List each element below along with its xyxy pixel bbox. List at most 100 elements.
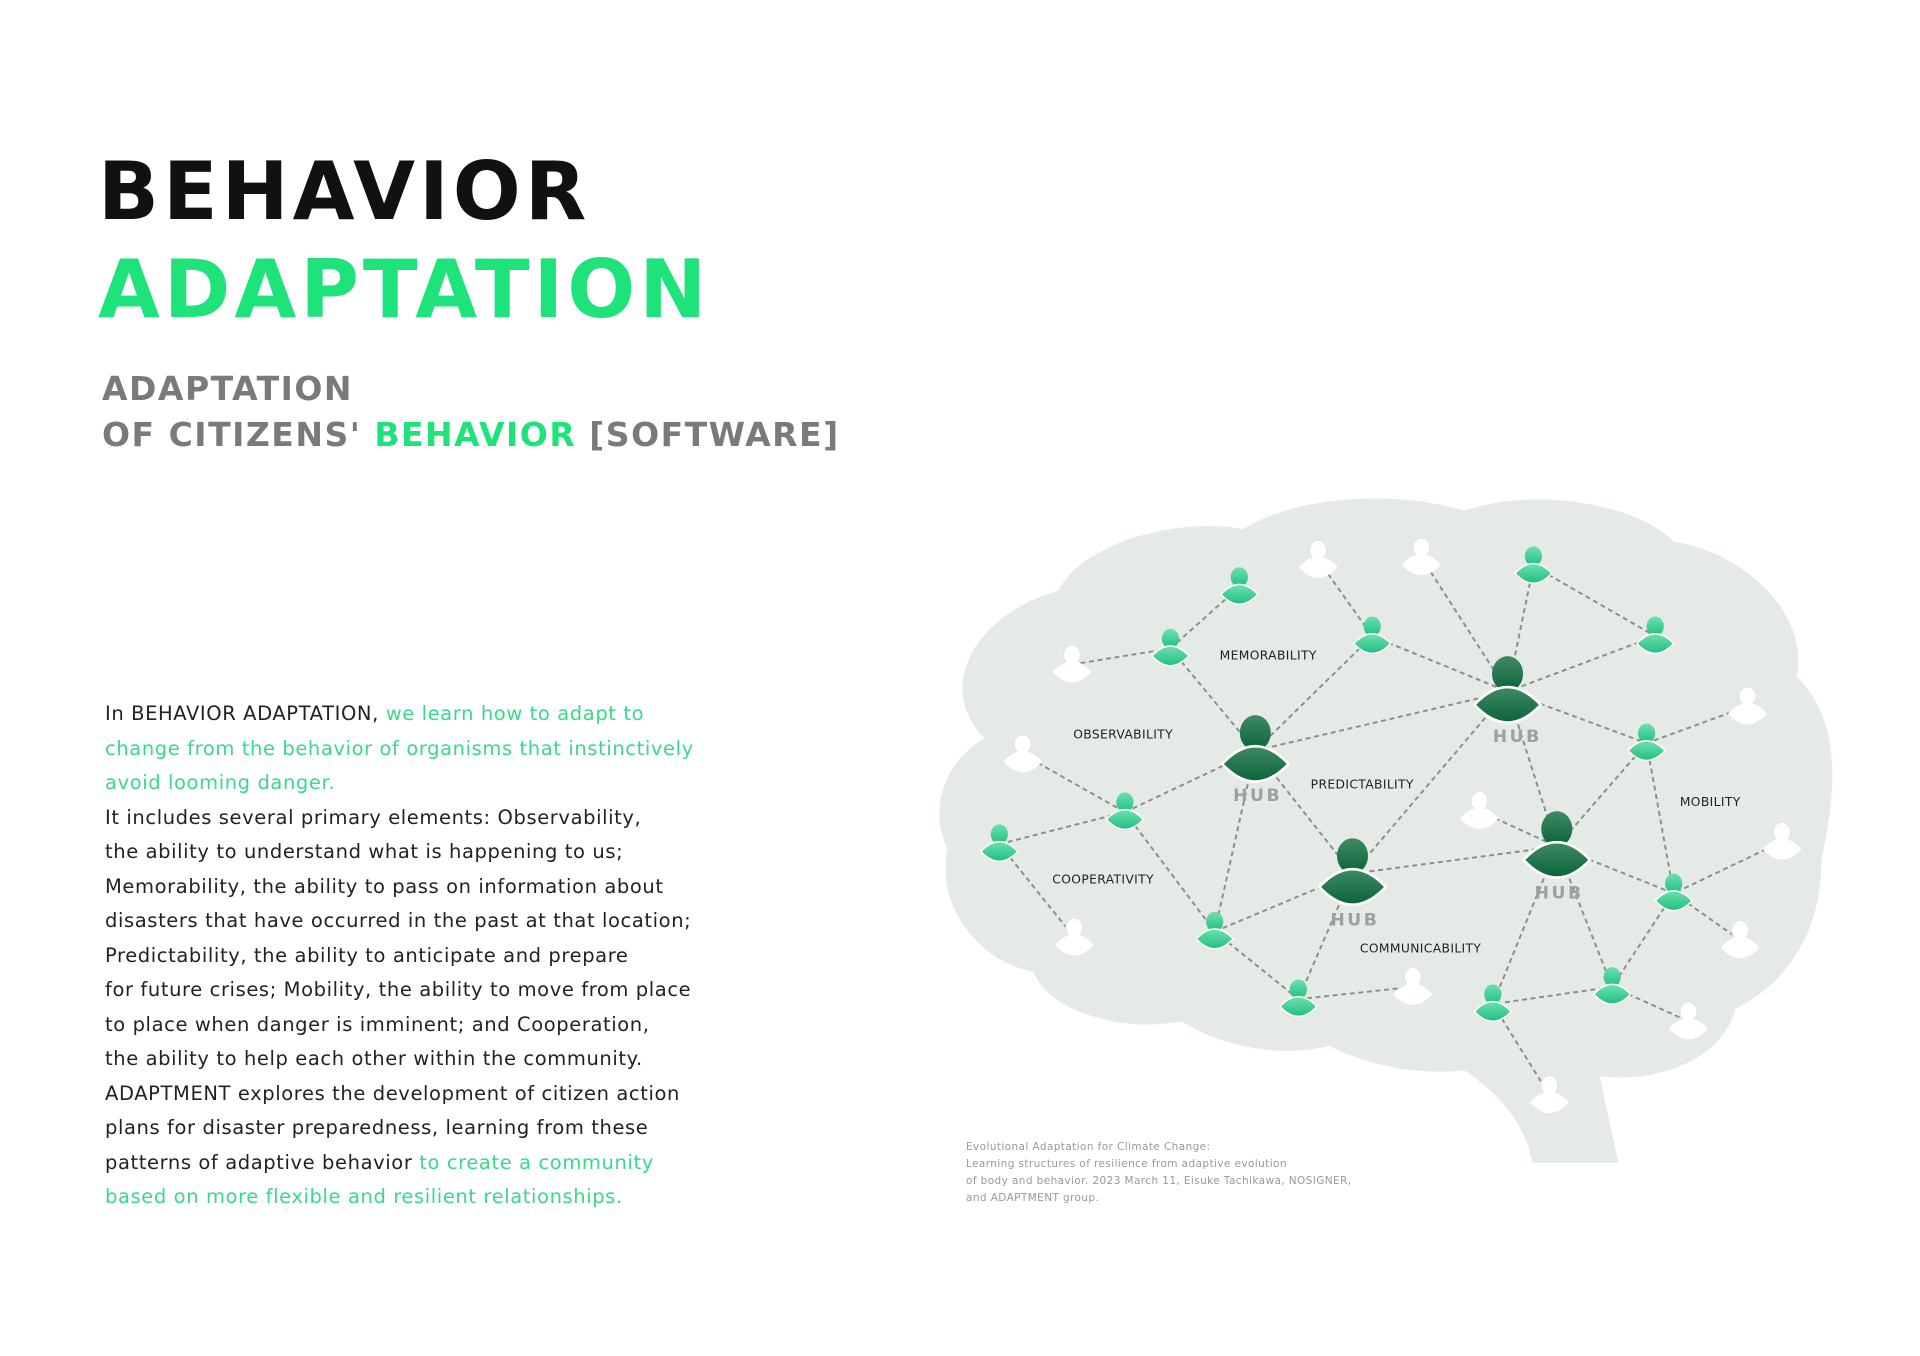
network-edge xyxy=(1124,749,1256,814)
inactive-person-icon xyxy=(1393,966,1433,1005)
body-text-segment: disasters that have occurred in the past… xyxy=(105,909,692,932)
body-text: In BEHAVIOR ADAPTATION, we learn how to … xyxy=(105,697,825,1215)
inactive-person-icon xyxy=(1401,537,1441,576)
subtitle-suffix: [SOFTWARE] xyxy=(576,415,840,454)
inactive-person-icon xyxy=(1762,821,1802,860)
active-person-icon xyxy=(1513,546,1553,584)
label-observability: OBSERVABILITY xyxy=(1073,727,1173,741)
label-predictability: PREDICTABILITY xyxy=(1311,778,1414,792)
network-edge xyxy=(1169,586,1240,650)
highlight-text: change from the behavior of organisms th… xyxy=(105,736,694,760)
body-line: plans for disaster preparedness, learnin… xyxy=(105,1111,825,1146)
active-person-icon xyxy=(1352,616,1392,655)
network-edge xyxy=(1169,647,1257,752)
active-person-icon xyxy=(1278,979,1318,1018)
body-line: patterns of adaptive behavior to create … xyxy=(105,1146,825,1181)
inactive-person-icon xyxy=(1054,917,1094,956)
hub-label: HUB xyxy=(1330,910,1379,930)
highlight-text: based on more flexible and resilient rel… xyxy=(105,1185,623,1208)
highlight-text: we learn how to adapt to xyxy=(385,702,645,725)
network-edge xyxy=(1371,635,1508,693)
body-text-segment: for future crises; Mobility, the ability… xyxy=(105,978,692,1001)
hub-label: HUB xyxy=(1233,786,1282,806)
body-line: In BEHAVIOR ADAPTATION, we learn how to … xyxy=(105,697,825,732)
highlight-text: avoid looming danger. xyxy=(105,771,336,794)
label-cooperativity: COOPERATIVITY xyxy=(1052,872,1154,886)
subtitle-line1: ADAPTATION xyxy=(102,369,354,408)
network-edge xyxy=(1124,811,1216,933)
label-mobility: MOBILITY xyxy=(1680,795,1741,809)
body-line: for future crises; Mobility, the ability… xyxy=(105,973,825,1008)
body-line: the ability to help each other within th… xyxy=(105,1042,825,1077)
body-text-segment: the ability to help each other within th… xyxy=(105,1047,643,1070)
body-text-segment: to place when danger is imminent; and Co… xyxy=(105,1012,650,1036)
active-person-icon xyxy=(979,824,1019,863)
network-edge xyxy=(1611,892,1675,988)
body-text-segment: patterns of adaptive behavior xyxy=(105,1150,420,1174)
body-text-segment: plans for disaster preparedness, learnin… xyxy=(105,1116,649,1139)
inactive-person-icon xyxy=(1003,733,1043,773)
caption-line: and ADAPTMENT group. xyxy=(966,1192,1100,1204)
body-line: change from the behavior of organisms th… xyxy=(105,732,825,767)
inactive-person-icon xyxy=(1668,1001,1708,1040)
active-person-icon xyxy=(1627,723,1667,762)
caption-line: Evolutional Adaptation for Climate Chang… xyxy=(966,1141,1211,1153)
inactive-person-icon xyxy=(1728,685,1767,725)
body-line: to place when danger is imminent; and Co… xyxy=(105,1008,825,1043)
active-person-icon xyxy=(1473,984,1513,1023)
active-person-icon xyxy=(1219,567,1259,605)
inactive-person-icon xyxy=(1459,790,1499,829)
active-person-icon xyxy=(1635,616,1675,655)
body-line: disasters that have occurred in the past… xyxy=(105,904,825,939)
hub-label: HUB xyxy=(1535,883,1584,903)
hub-person-icon xyxy=(1220,715,1291,783)
body-text-segment: ADAPTMENT explores the development of ci… xyxy=(105,1081,680,1105)
highlight-text: to create a community xyxy=(419,1150,654,1174)
body-text-segment: Memorability, the ability to pass on inf… xyxy=(105,874,664,898)
body-line: based on more flexible and resilient rel… xyxy=(105,1180,825,1215)
inactive-person-icon xyxy=(1529,1074,1569,1114)
network-edge xyxy=(1507,690,1647,745)
subtitle-prefix: OF CITIZENS' xyxy=(102,415,375,454)
network-edge xyxy=(999,811,1126,846)
body-line: avoid looming danger. xyxy=(105,766,825,801)
figure-caption: Evolutional Adaptation for Climate Chang… xyxy=(966,1139,1352,1207)
inactive-person-icon xyxy=(1720,919,1760,959)
body-line: Memorability, the ability to pass on inf… xyxy=(105,870,825,905)
caption-line: of body and behavior. 2023 March 11, Eis… xyxy=(966,1175,1352,1187)
active-person-icon xyxy=(1592,967,1632,1005)
network-edge xyxy=(1351,690,1509,875)
active-person-icon xyxy=(1654,873,1694,912)
network-edge xyxy=(1255,690,1508,752)
network-edge xyxy=(1611,985,1689,1023)
network-edge xyxy=(1492,985,1613,1006)
subtitle-highlight: BEHAVIOR xyxy=(374,415,577,454)
network-edge xyxy=(1507,635,1656,693)
body-line: It includes several primary elements: Ob… xyxy=(105,801,825,836)
subtitle: ADAPTATION OF CITIZENS' BEHAVIOR [SOFTWA… xyxy=(102,366,840,458)
body-text-segment: Predictability, the ability to anticipat… xyxy=(105,943,629,967)
brain-silhouette xyxy=(939,498,1833,1163)
hub-person-icon xyxy=(1472,656,1543,724)
body-text-segment: In BEHAVIOR ADAPTATION, xyxy=(105,702,386,725)
active-person-icon xyxy=(1105,792,1145,831)
network-edge xyxy=(1297,873,1354,1000)
title-behavior: BEHAVIOR xyxy=(98,145,591,238)
title-adaptation: ADAPTATION xyxy=(98,243,711,336)
active-person-icon xyxy=(1195,911,1235,950)
hub-label: HUB xyxy=(1493,727,1542,747)
inactive-person-icon xyxy=(1298,539,1338,578)
network-edge xyxy=(1254,635,1373,752)
inactive-person-icon xyxy=(1052,644,1092,683)
network-edge xyxy=(998,843,1076,939)
body-line: Predictability, the ability to anticipat… xyxy=(105,939,825,974)
network-edge xyxy=(1532,565,1656,638)
label-communicability: COMMUNICABILITY xyxy=(1360,941,1482,955)
body-text-segment: It includes several primary elements: Ob… xyxy=(105,805,642,829)
network-nodes xyxy=(979,537,1802,1114)
network-edge xyxy=(1478,809,1558,848)
network-edge xyxy=(1317,559,1374,637)
network-edge xyxy=(1298,985,1413,1001)
